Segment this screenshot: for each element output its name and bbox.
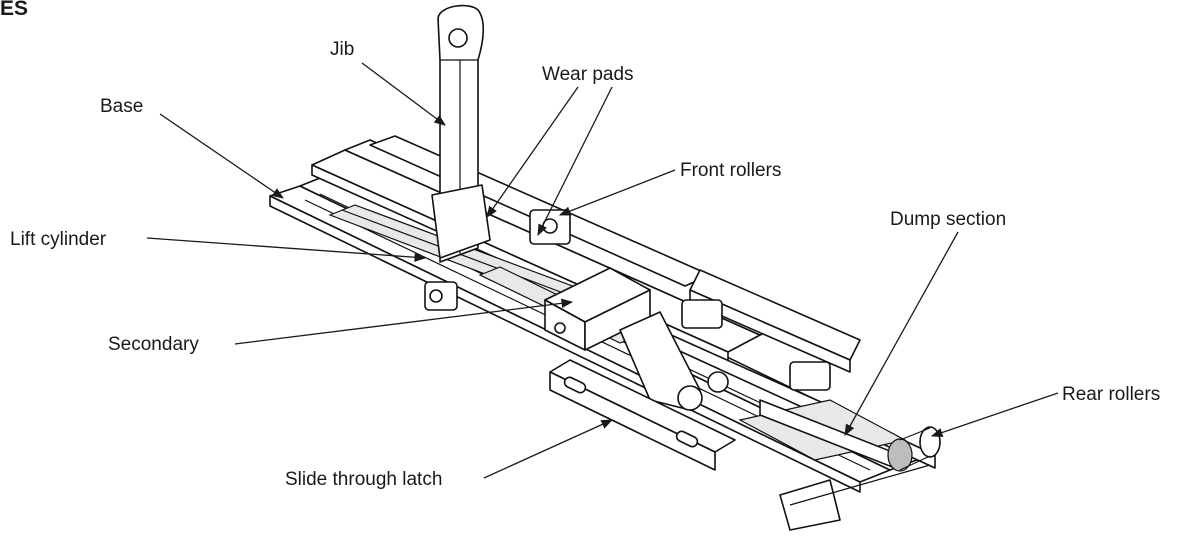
- slide-through-latch-body: [549, 359, 736, 471]
- leader-line-slide-through-latch: [483, 419, 614, 479]
- callout-label-slide-through-latch: Slide through latch: [285, 469, 442, 490]
- dump-section-frame: [659, 269, 936, 471]
- callout-label-jib: Jib: [330, 39, 354, 60]
- jib-arm: [431, 4, 491, 263]
- hooklift-machine-illustration: [269, 4, 941, 531]
- leader-line-dump-section: [844, 231, 959, 437]
- dump-roller-unit-b: [789, 361, 831, 391]
- dump-hinge-bracket: [619, 311, 729, 411]
- callout-lift-cylinder: Lift cylinder: [10, 229, 427, 262]
- leader-line-wear-pads-b: [537, 86, 613, 237]
- callout-base: Base: [100, 96, 284, 199]
- callout-label-front-rollers: Front rollers: [680, 160, 781, 181]
- callout-front-rollers: Front rollers: [558, 160, 781, 216]
- front-roller-unit: [529, 209, 571, 245]
- leader-line-rear-rollers: [930, 392, 1059, 438]
- rear-base-feet: [779, 464, 931, 531]
- callout-slide-through-latch: Slide through latch: [285, 419, 614, 490]
- callout-label-lift-cylinder: Lift cylinder: [10, 229, 107, 250]
- leader-line-jib: [361, 62, 446, 126]
- callout-dump-section: Dump section: [844, 209, 1006, 437]
- callout-label-wear-pads: Wear pads: [542, 64, 634, 85]
- header-fragment: ES: [0, 0, 28, 20]
- leader-line-wear-pads-a: [486, 86, 579, 218]
- callout-secondary: Secondary: [108, 298, 574, 355]
- leader-line-base: [159, 113, 284, 199]
- callout-label-dump-section: Dump section: [890, 209, 1006, 230]
- leader-line-lift-cylinder: [146, 237, 427, 262]
- callout-label-base: Base: [100, 96, 143, 117]
- callout-rear-rollers: Rear rollers: [930, 384, 1160, 438]
- mid-roller-unit: [424, 281, 458, 311]
- callout-jib: Jib: [330, 39, 446, 126]
- callout-label-secondary: Secondary: [108, 334, 199, 355]
- leader-line-secondary: [234, 298, 574, 345]
- dump-roller-unit-a: [681, 299, 723, 329]
- callout-wear-pads: Wear pads: [486, 64, 634, 237]
- callout-label-rear-rollers: Rear rollers: [1062, 384, 1160, 405]
- leader-line-front-rollers: [558, 169, 676, 216]
